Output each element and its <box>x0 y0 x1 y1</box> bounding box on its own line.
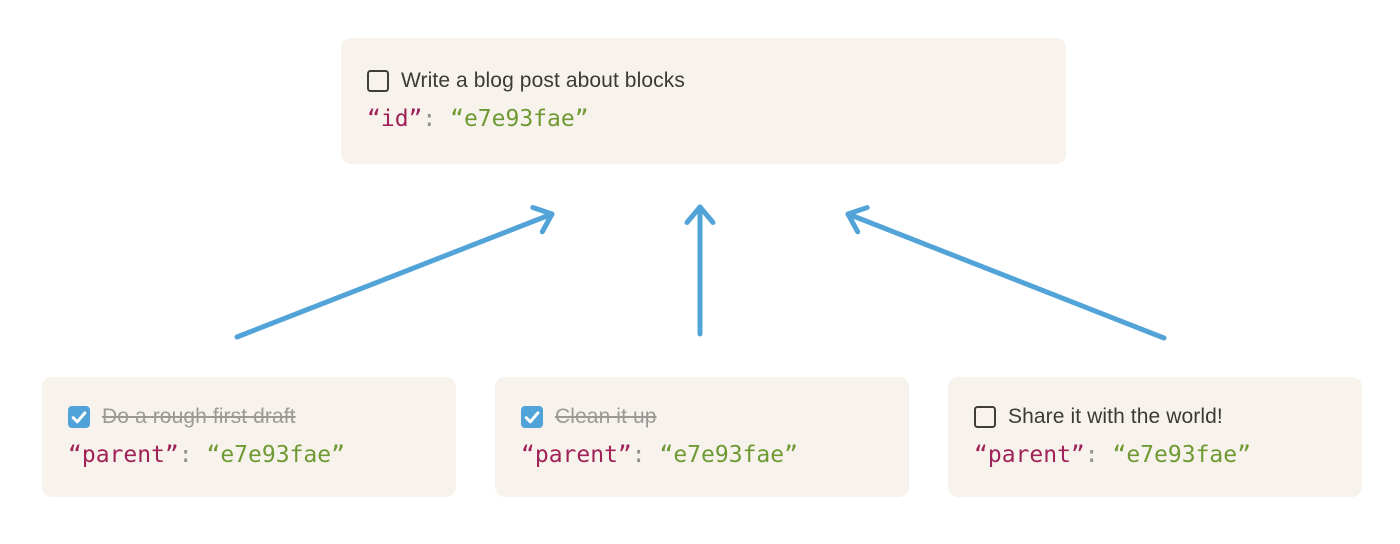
code-separator: : <box>178 442 207 468</box>
check-mark-icon <box>524 411 540 424</box>
child-task-checkbox-cleanup[interactable] <box>521 406 543 428</box>
code-separator: : <box>422 106 451 132</box>
child-task-label: Clean it up <box>555 405 657 428</box>
parent-task-checkbox[interactable] <box>367 70 389 92</box>
child-task-card-cleanup: Clean it up “parent”: “e7e93fae” <box>495 377 909 497</box>
child-task-card-draft: Do a rough first draft “parent”: “e7e93f… <box>42 377 456 497</box>
parent-code-row: “id”: “e7e93fae” <box>367 106 1040 133</box>
child-task-checkbox-draft[interactable] <box>68 406 90 428</box>
child-task-label: Do a rough first draft <box>102 405 296 428</box>
code-value: “e7e93fae” <box>1112 442 1251 468</box>
child-code-row: “parent”: “e7e93fae” <box>974 442 1336 469</box>
code-value: “e7e93fae” <box>450 106 589 132</box>
code-value: “e7e93fae” <box>659 442 798 468</box>
arrow-up-left-icon <box>845 205 1167 341</box>
check-mark-icon <box>71 411 87 424</box>
parent-todo-row: Write a blog post about blocks <box>367 69 1040 93</box>
child-task-checkbox-share[interactable] <box>974 406 996 428</box>
code-separator: : <box>1084 442 1113 468</box>
child-task-card-share: Share it with the world! “parent”: “e7e9… <box>948 377 1362 497</box>
child-todo-row: Do a rough first draft <box>68 405 430 429</box>
child-task-label: Share it with the world! <box>1008 405 1223 428</box>
child-code-row: “parent”: “e7e93fae” <box>68 442 430 469</box>
child-todo-row: Share it with the world! <box>974 405 1336 429</box>
code-key: “parent” <box>521 442 632 468</box>
code-key: “parent” <box>68 442 179 468</box>
code-separator: : <box>631 442 660 468</box>
parent-task-label: Write a blog post about blocks <box>401 69 685 92</box>
child-todo-row: Clean it up <box>521 405 883 429</box>
code-value: “e7e93fae” <box>206 442 345 468</box>
code-key: “id” <box>367 106 423 132</box>
parent-task-card: Write a blog post about blocks “id”: “e7… <box>341 38 1066 164</box>
arrow-up-right-icon <box>234 205 555 340</box>
code-key: “parent” <box>974 442 1085 468</box>
child-code-row: “parent”: “e7e93fae” <box>521 442 883 469</box>
